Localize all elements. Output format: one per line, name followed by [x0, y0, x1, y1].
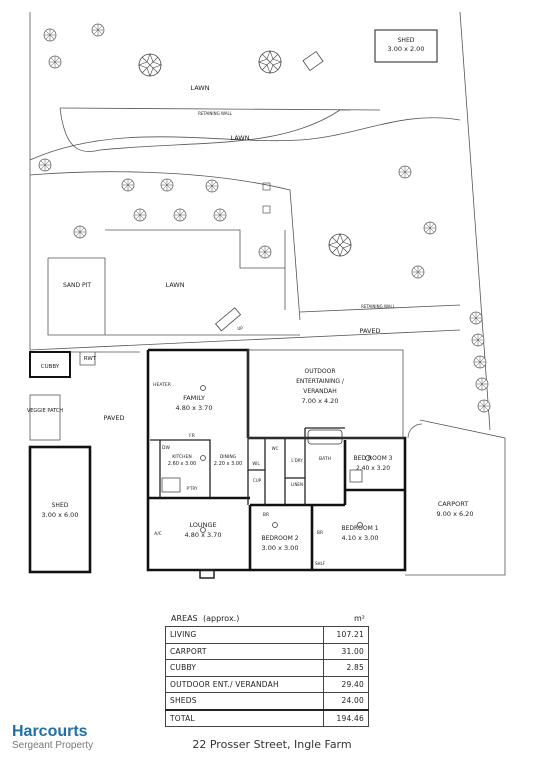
bedroom2-dims: 3.00 x 3.00: [262, 544, 299, 552]
carport-dims: 9.00 x 6.20: [437, 510, 474, 518]
bedroom1-label: BEDROOM 1: [341, 525, 378, 532]
wc-label: WC: [272, 446, 279, 451]
area-label: OUTDOOR ENT./ VERANDAH: [165, 675, 324, 693]
outdoor-dims: 7.00 x 4.20: [302, 397, 339, 405]
dining-dims: 2.20 x 3.00: [214, 461, 242, 467]
total-value: 194.46: [323, 708, 369, 727]
sand-pit-label: SAND PIT: [63, 282, 91, 289]
bedroom3-label: BED ROOM 3: [354, 455, 393, 462]
dining-label: DINING: [220, 454, 237, 460]
area-label: SHEDS: [165, 692, 324, 710]
areas-approx: (approx.): [203, 614, 240, 623]
area-value: 2.85: [323, 659, 369, 677]
lounge-label: LOUNGE: [189, 521, 216, 529]
retaining-wall-top-label: RETAINING WALL: [198, 111, 233, 116]
bath-label: BATH: [319, 456, 331, 462]
area-value: 24.00: [323, 692, 369, 710]
cup-label: CUP: [253, 478, 262, 483]
family-label: FAMILY: [183, 394, 205, 402]
areas-unit: m²: [354, 614, 365, 623]
brand-name: Harcourts: [12, 723, 88, 740]
family-dims: 4.80 x 3.70: [176, 404, 213, 412]
bedroom1-dims: 4.10 x 3.00: [342, 534, 379, 542]
shed-left-label: SHED: [52, 502, 69, 509]
br-bed1-label: BR: [317, 530, 323, 536]
brand-office: Sergeant Property: [12, 740, 94, 751]
verandah-outline: [247, 349, 404, 439]
entertaining-label: ENTERTAINING /: [296, 378, 345, 385]
veggie-patch-label: VEGGIE PATCH: [27, 408, 64, 414]
rwt-label: RWT: [84, 356, 97, 362]
pantry-label: P'TRY: [187, 486, 198, 491]
shed-top: [374, 29, 438, 63]
fr-label: FR: [189, 433, 195, 439]
area-label: CARPORT: [165, 642, 324, 660]
heater-label: HEATER: [153, 382, 171, 388]
shelf-label: SHLF: [315, 561, 326, 566]
lndry-label: L'DRY: [291, 458, 303, 463]
kitchen-dims: 2.60 x 3.00: [168, 461, 196, 467]
site-boundary: [29, 11, 506, 576]
area-value: 29.40: [323, 675, 369, 693]
carport-label: CARPORT: [438, 500, 469, 508]
property-address: 22 Prosser Street, Ingle Farm: [192, 738, 352, 751]
lawn-top-label: LAWN: [190, 84, 209, 92]
shed-top-label: SHED: [398, 37, 415, 44]
up-label: UP: [237, 326, 243, 331]
areas-title: AREAS: [171, 614, 198, 623]
paved-top-label: PAVED: [359, 327, 380, 335]
ac-label: A/C: [154, 531, 162, 537]
interior-walls: [150, 427, 345, 505]
area-label: CUBBY: [165, 659, 324, 677]
lawn-left-label: LAWN: [165, 281, 184, 289]
lawn-middle-label: LAWN: [230, 134, 249, 142]
carport-entry: [407, 423, 423, 439]
wil-label: WIL: [252, 461, 260, 466]
shed-top-dims: 3.00 x 2.00: [388, 45, 425, 53]
shed-left-dims: 3.00 x 6.00: [42, 511, 79, 519]
linen-label: LINEN: [291, 482, 303, 487]
area-label: LIVING: [165, 626, 324, 644]
area-value: 107.21: [323, 626, 369, 644]
bedroom2-label: BEDROOM 2: [261, 535, 298, 542]
dw-label: DW: [162, 445, 170, 451]
paved-left-label: PAVED: [103, 414, 124, 422]
outdoor-label: OUTDOOR: [304, 368, 335, 375]
verandah-label: VERANDAH: [303, 388, 337, 395]
brand-logo: Harcourts Sergeant Property: [12, 723, 93, 752]
area-value: 31.00: [323, 642, 369, 660]
kitchen-label: KITCHEN: [172, 454, 192, 460]
cubby-label: CUBBY: [41, 364, 60, 370]
br-bed2-label: BR: [263, 512, 269, 518]
outbuildings: [28, 351, 92, 574]
garden-trees: [38, 23, 491, 413]
bedroom3-dims: 2.40 x 3.20: [356, 465, 390, 472]
retaining-wall-right-label: RETAINING WALL: [361, 304, 396, 309]
lounge-dims: 4.80 x 3.70: [185, 531, 222, 539]
total-label: TOTAL: [165, 708, 324, 727]
